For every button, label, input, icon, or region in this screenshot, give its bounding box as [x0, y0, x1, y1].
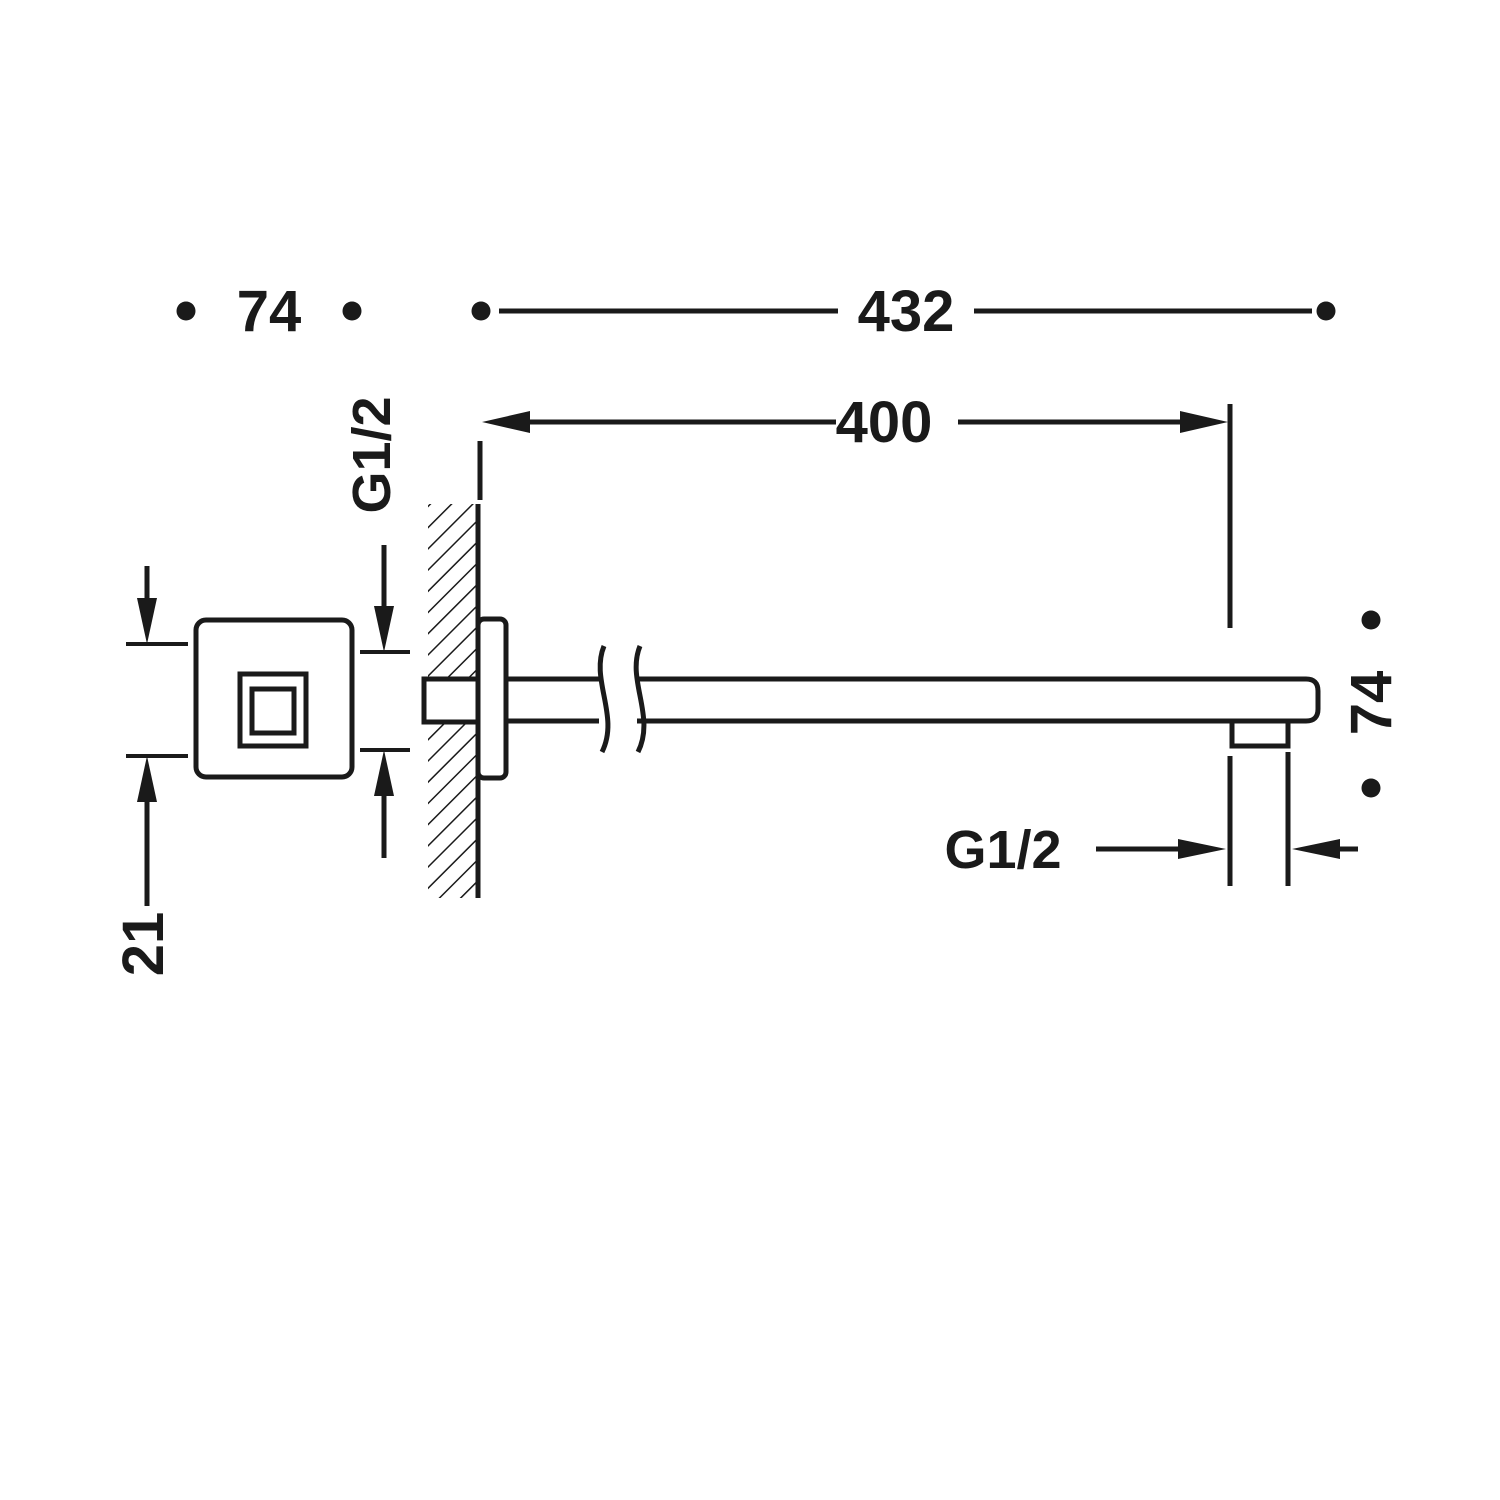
dim-spout-offset: 21 — [111, 566, 188, 976]
wall-connector — [421, 676, 483, 725]
flange-plate — [475, 616, 509, 781]
dim-flange-width: 74 — [176, 279, 362, 344]
dim-dot — [176, 301, 196, 321]
arrowhead-right — [1178, 839, 1226, 859]
arrowhead-up — [137, 756, 157, 802]
arrowhead-down — [374, 606, 394, 652]
arrowhead-left — [1292, 839, 1340, 859]
dim-wall-to-end-label: 400 — [836, 390, 933, 455]
arm-socket-inner — [249, 686, 297, 736]
dim-dot — [471, 301, 491, 321]
dim-outlet-thread: G1/2 — [944, 752, 1358, 886]
flange-front-view — [193, 617, 355, 780]
dim-flange-width-label: 74 — [237, 279, 302, 344]
dim-overall-length: 432 — [471, 279, 1336, 344]
arrowhead-right — [1180, 411, 1228, 433]
outlet-nub — [1229, 718, 1291, 749]
dim-dot — [342, 301, 362, 321]
arm-side-view — [421, 616, 1321, 781]
dim-wall-thread: G1/2 — [342, 396, 410, 858]
break-line — [597, 645, 611, 754]
dim-wall-thread-label: G1/2 — [342, 396, 402, 513]
break-line — [633, 645, 647, 754]
arrowhead-down — [137, 598, 157, 644]
dim-dot — [1361, 778, 1381, 798]
dim-dot — [1316, 301, 1336, 321]
dim-end-height-label: 74 — [1339, 671, 1404, 736]
dim-end-height: 74 — [1339, 610, 1404, 798]
dim-wall-to-end: 400 — [477, 390, 1233, 628]
dim-spout-offset-label: 21 — [111, 912, 176, 977]
dim-dot — [1361, 610, 1381, 630]
arrowhead-left — [482, 411, 530, 433]
dim-outlet-thread-label: G1/2 — [944, 820, 1061, 880]
arm-body — [637, 676, 1321, 724]
dim-overall-length-label: 432 — [858, 279, 955, 344]
arrowhead-up — [374, 750, 394, 796]
